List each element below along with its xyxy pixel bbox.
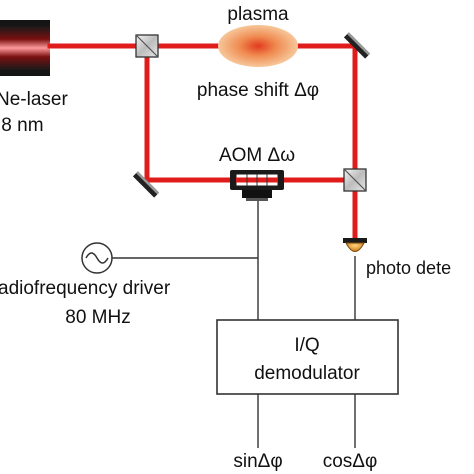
mirror-top-right bbox=[343, 32, 371, 59]
laser-source bbox=[0, 20, 50, 76]
rf-driver-label-line1: adiofrequency driver bbox=[0, 278, 171, 299]
aom-device bbox=[230, 170, 284, 201]
beam-splitter-bottom-right bbox=[343, 168, 367, 192]
laser-label-line2: .8 nm bbox=[0, 115, 44, 136]
photo-detector-label: photo dete bbox=[366, 258, 451, 278]
phase-shift-label: phase shift Δφ bbox=[197, 80, 319, 101]
laser-label-line1: Ne-laser bbox=[0, 89, 68, 110]
ac-source-icon bbox=[81, 242, 113, 274]
aom-label: AOM Δω bbox=[219, 145, 295, 166]
rf-driver-label-line2: 80 MHz bbox=[65, 307, 130, 328]
laser-beam bbox=[47, 43, 358, 243]
beam-splitter-top-left bbox=[135, 34, 159, 58]
plasma-region bbox=[218, 25, 298, 67]
iq-demodulator-box bbox=[216, 319, 399, 395]
plasma-label: plasma bbox=[227, 4, 289, 25]
demodulator-label-line1: I/Q bbox=[294, 335, 319, 356]
signal-wires bbox=[112, 201, 356, 448]
cos-output-label: cosΔφ bbox=[323, 451, 378, 472]
photo-detector bbox=[343, 238, 367, 252]
mirror-bottom-left bbox=[132, 171, 160, 198]
demodulator-label-line2: demodulator bbox=[254, 363, 360, 384]
sin-output-label: sinΔφ bbox=[233, 451, 282, 472]
